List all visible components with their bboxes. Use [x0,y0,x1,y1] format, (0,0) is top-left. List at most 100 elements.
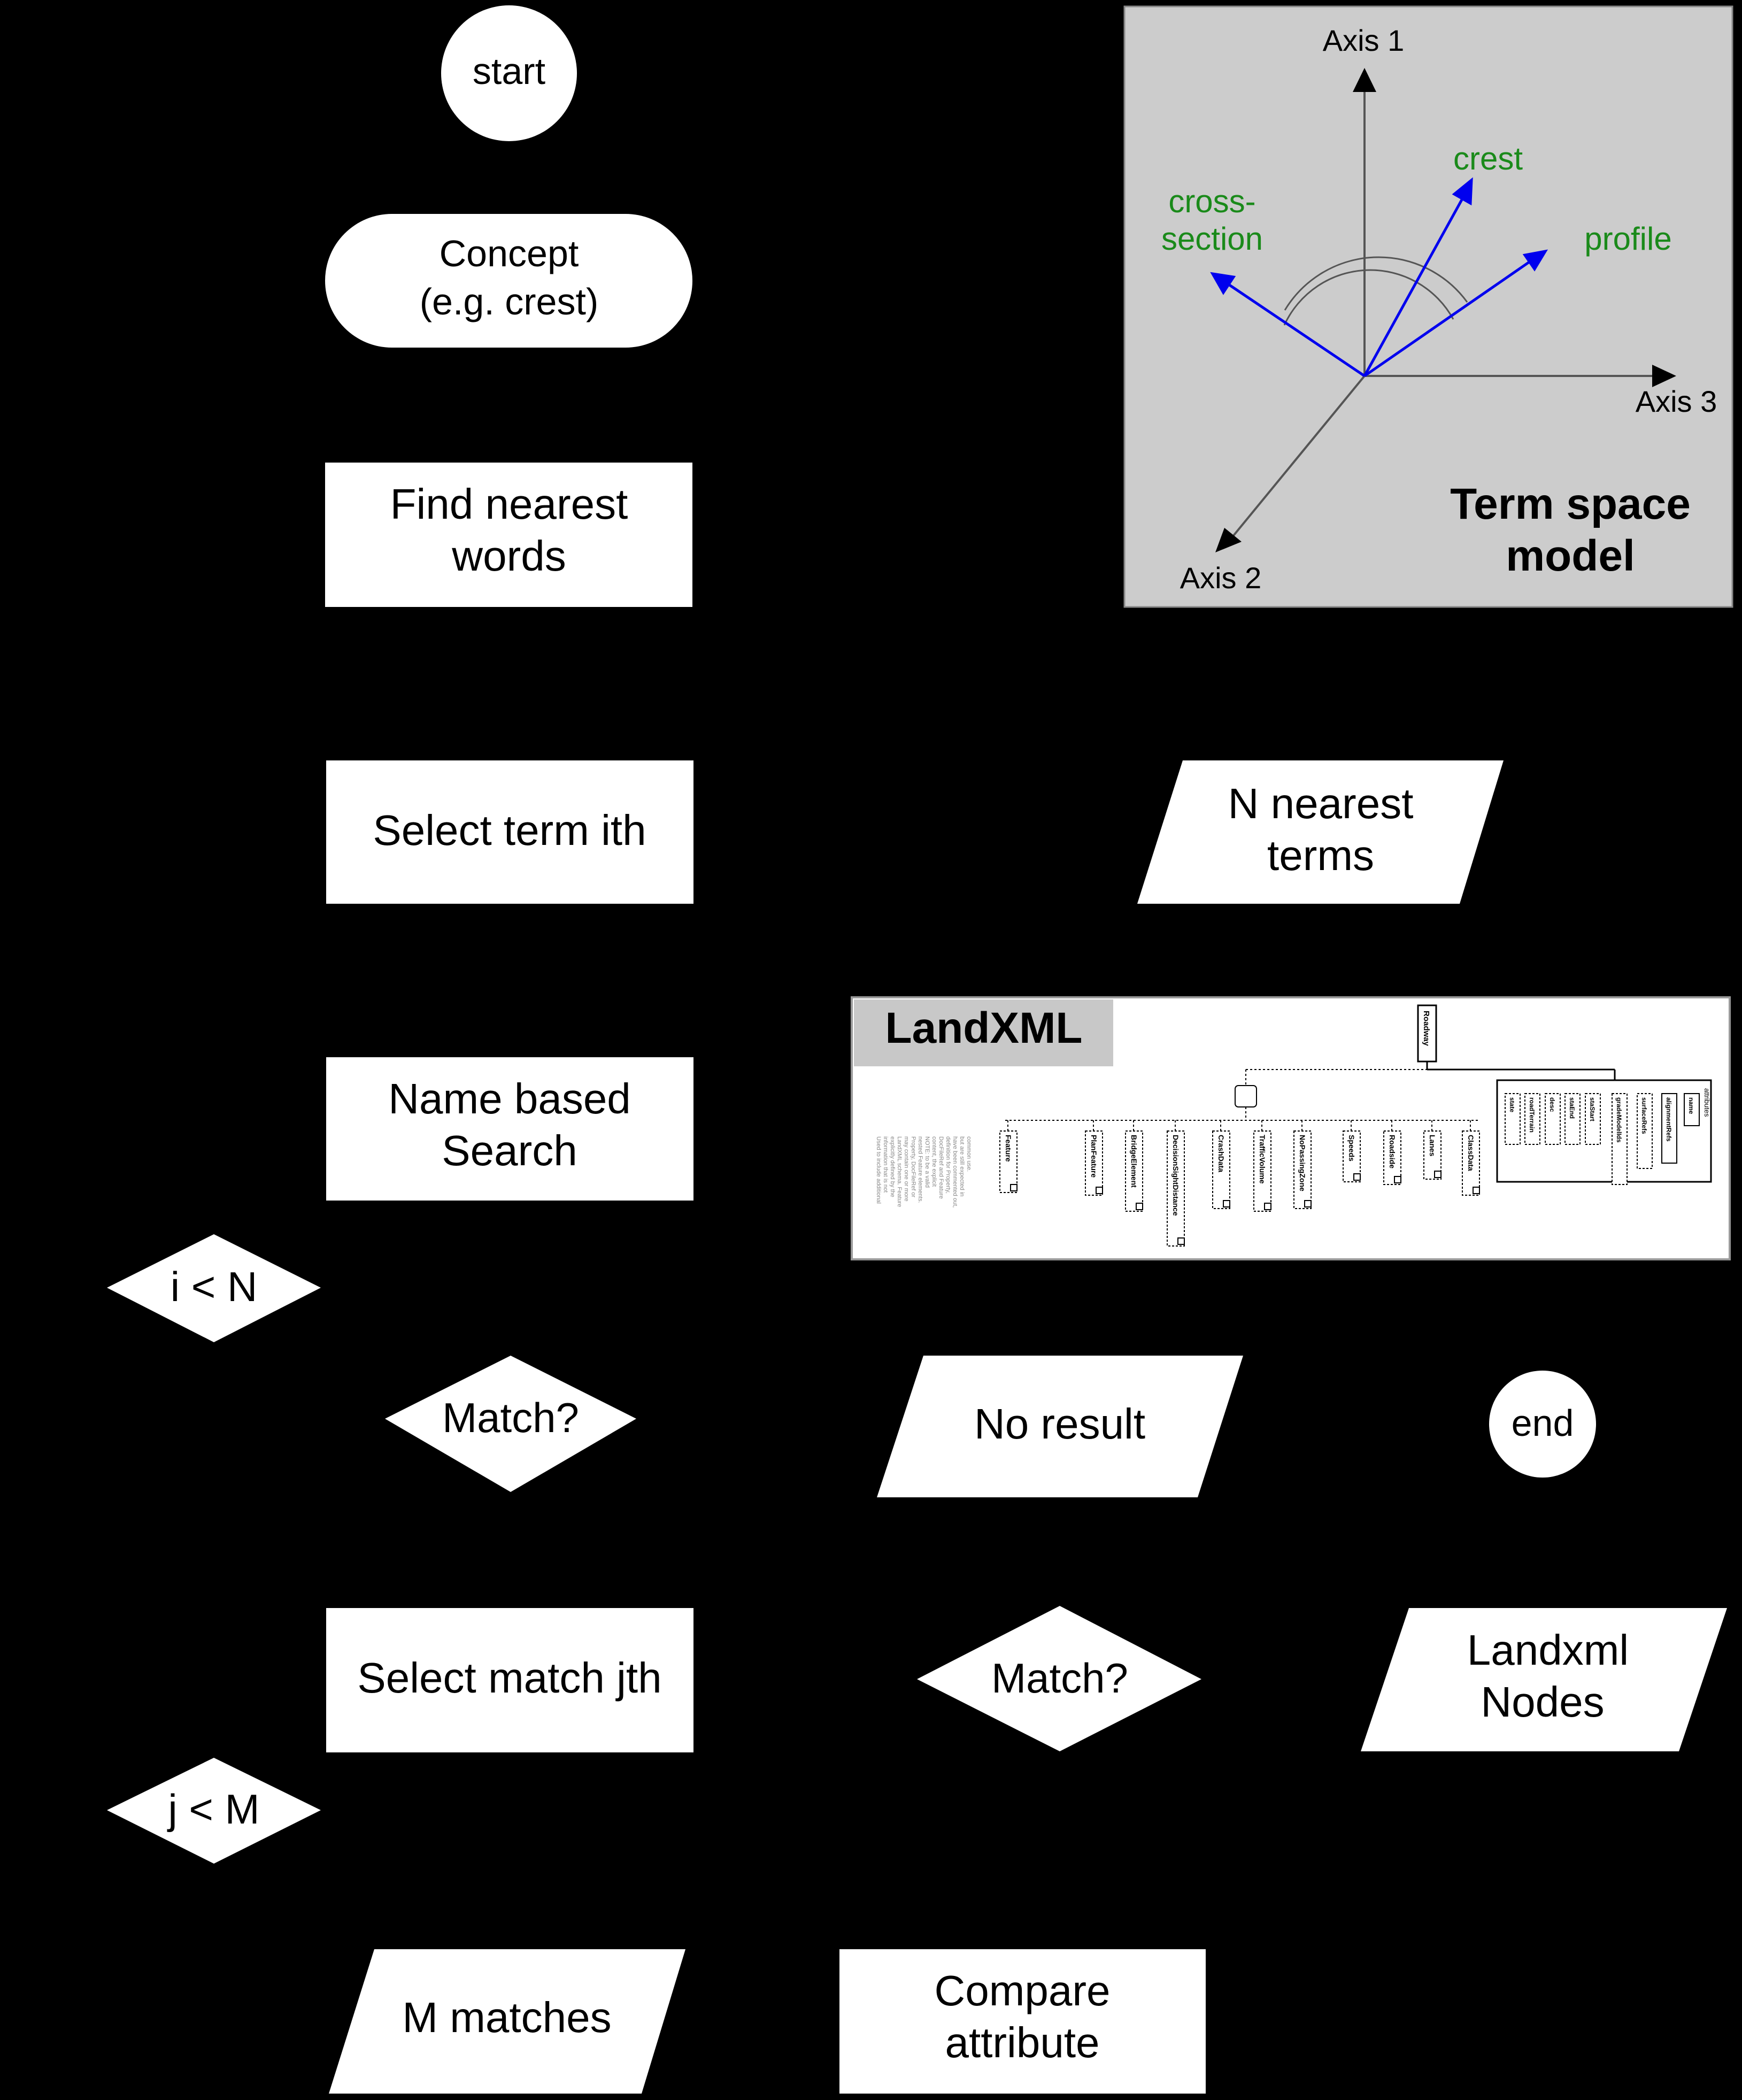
child-element-label: CrashData [1217,1135,1225,1172]
m-matches-node: M matches [329,1949,685,2094]
child-element-label: Roadside [1388,1135,1397,1168]
attribute-roadTerrain: roadTerrain [1524,1093,1540,1145]
child-element-Speeds: Speeds [1343,1120,1361,1182]
n-nearest-label-line2: terms [1267,832,1374,879]
landxml-title: LandXML [885,1004,1083,1052]
axis-3-arrowhead [1652,365,1676,387]
axis-2-arrowhead [1215,528,1242,552]
roadway-label: Roadway [1422,1011,1431,1047]
landxml-nodes-label-line2: Nodes [1481,1678,1604,1726]
find-nearest-label-line1: Find nearest [390,480,628,528]
attribute-label: name [1687,1097,1695,1114]
attribute-staStart: staStart [1585,1093,1601,1145]
attribute-staEnd: staEnd [1564,1093,1581,1145]
m-matches-label: M matches [402,1994,611,2041]
find-nearest-label-line2: words [451,532,566,580]
description-line: content, the explicit [931,1136,937,1187]
roadway-element [1417,1004,1437,1063]
description-line: DocFileRef and Feature [938,1136,944,1199]
child-element-label: DecisionSightDistance [1171,1135,1180,1216]
child-element-label: ClassData [1467,1135,1475,1171]
attribute-boxes: state roadTerrain desc staEnd staStart gradeM… [1505,1093,1700,1185]
j-less-than-m-decision: j < M [107,1758,321,1864]
crest-arrowhead [1452,177,1473,206]
axis-2-line [1229,375,1366,541]
axis-3-label: Axis 3 [1636,384,1717,418]
name-search-node: Name based Search [326,1057,693,1201]
child-element-TrafficVolume: TrafficVolume [1253,1120,1271,1212]
axis-1-label: Axis 1 [1323,24,1405,57]
profile-vector [1363,260,1530,378]
attribute-alignmentRefs: alignmentRefs [1661,1093,1677,1164]
child-element-label: Speeds [1347,1135,1356,1161]
name-search-label-line1: Name based [388,1075,631,1122]
description-line: may contain one or more [903,1136,909,1202]
description-line: Property, DocFileRef or [910,1136,916,1197]
select-match-node: Select match jth [326,1608,693,1752]
angle-arc-inner [1283,269,1454,326]
name-search-label-line2: Search [442,1127,577,1174]
landxml-panel: LandXML Roadway attributes state roadTerr… [851,996,1731,1260]
description-line: LandXML schema. Feature [896,1136,903,1207]
match-decision-1-label: Match? [442,1394,579,1441]
child-element-Feature: Feature [999,1120,1018,1193]
match-decision-2-label: Match? [991,1655,1128,1702]
cross-section-term-label-line2: section [1161,221,1263,257]
child-element-Roadside: Roadside [1383,1120,1401,1185]
description-line: but are still expected in [959,1136,965,1197]
end-label: end [1512,1402,1574,1444]
description-line: nested Feature elements. [917,1136,923,1203]
landxml-nodes-node: Landxml Nodes [1361,1608,1727,1751]
select-term-label: Select term ith [373,806,646,854]
select-match-label: Select match jth [357,1654,661,1702]
child-element-label: BridgeElement [1130,1135,1138,1188]
child-element-BridgeElement: BridgeElement [1125,1120,1143,1212]
start-node: start [441,5,577,141]
j-less-than-m-label: j < M [167,1786,259,1833]
n-nearest-terms-node: N nearest terms [1137,760,1504,904]
select-term-node: Select term ith [326,760,693,904]
child-element-label: Lanes [1428,1135,1437,1157]
attribute-label: staEnd [1568,1097,1576,1119]
landxml-nodes-label-line1: Landxml [1467,1626,1629,1674]
crest-vector [1363,196,1465,377]
description-line: explicitly defined by the [889,1136,896,1197]
match-decision-1: Match? [385,1356,636,1492]
child-element-CrashData: CrashData [1212,1120,1230,1209]
description-line: Used to include additional [875,1136,882,1204]
compare-label-line2: attribute [945,2019,1099,2066]
attribute-desc: desc [1545,1093,1561,1145]
description-line: information that is not [882,1136,889,1193]
child-element-label: PlanFeature [1090,1135,1098,1178]
child-element-Lanes: Lanes [1423,1120,1442,1180]
attribute-label: gradeModelIds [1615,1097,1623,1143]
cross-section-arrowhead [1210,272,1236,295]
axis-1-arrowhead [1353,68,1376,92]
no-result-label: No result [974,1400,1145,1448]
i-less-than-n-decision: i < N [107,1234,321,1342]
profile-term-label: profile [1584,221,1671,257]
i-less-than-n-label: i < N [171,1263,258,1310]
match-decision-2: Match? [917,1606,1201,1751]
attribute-label: state [1508,1097,1516,1112]
profile-arrowhead [1522,249,1548,272]
attribute-surfaceRefs: surfaceRefs [1637,1093,1653,1169]
concept-node: Concept (e.g. crest) [325,214,692,348]
term-space-panel: Axis 1 Axis 3 Axis 2 crest cross- sectio… [1123,5,1733,608]
attribute-label: desc [1548,1097,1556,1112]
choice-compositor [1235,1085,1257,1107]
find-nearest-node: Find nearest words [325,463,692,607]
end-node: end [1489,1371,1596,1478]
start-label: start [473,50,545,92]
description-line: definition for Property, [945,1136,951,1194]
compare-attribute-node: Compare attribute [839,1949,1206,2094]
attribute-label: roadTerrain [1528,1097,1536,1133]
description-line: NOTE: to be a valid [924,1136,930,1188]
axis-2-label: Axis 2 [1180,561,1262,595]
attribute-state: state [1505,1093,1521,1145]
description-line: have been commented out, [952,1136,958,1207]
term-space-title-line2: model [1506,532,1635,580]
attributes-group-label: attributes [1703,1088,1711,1117]
